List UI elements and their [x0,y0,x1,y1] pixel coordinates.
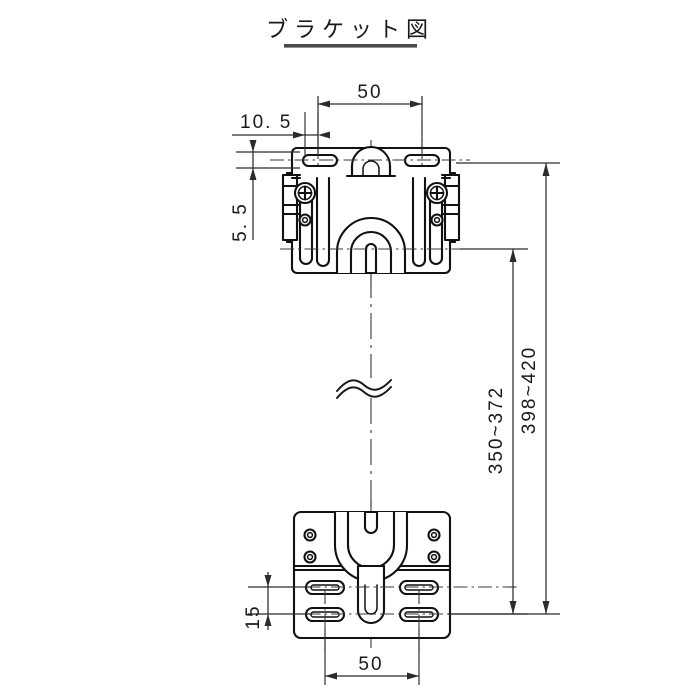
dim-350-372-arrow-top [509,249,517,262]
upper-bracket-left-rail-outer [298,184,314,266]
dim-10-5-arrow-a [293,131,305,139]
dim-50-top-arrow-left [318,100,330,108]
upper-bracket-hook-tip [364,243,378,275]
dim-398-420-label: 398~420 [519,346,540,435]
dim-50-bottom-arrow-left [325,672,337,680]
upper-bracket-screw-left [293,181,317,205]
dim-50-top: 50 [317,82,423,150]
dim-50-bottom-label: 50 [358,654,383,675]
dim-5-5-label: 5. 5 [230,202,251,242]
lower-bracket-hole-left-bottom [303,550,317,564]
lower-bracket-hole-left-top [303,528,317,542]
lower-bracket-view [282,510,540,660]
lower-bracket-tongue-inner [364,584,378,615]
upper-bracket-saddle-inner [362,160,380,177]
dim-15-arrow-bottom [264,614,272,626]
dim-15: 15 [243,572,312,630]
dim-50-bottom: 50 [324,628,420,685]
upper-bracket-pin-right [430,213,444,227]
dim-50-top-arrow-right [410,100,422,108]
upper-bracket-right-rail-outer [428,184,444,266]
dim-15-label: 15 [243,604,264,629]
dim-5-5-arrow-bottom [249,168,257,180]
drawing-title-group: ブラケット図 [266,17,434,48]
dim-10-5-label: 10. 5 [240,112,292,133]
dim-10-5: 10. 5 [232,112,330,155]
break-symbol [336,379,392,399]
dim-398-420-arrow-top [542,163,550,176]
upper-bracket-view [270,96,520,275]
lower-bracket-channel-tip [363,510,379,535]
dim-350-372-label: 350~372 [486,386,507,475]
upper-bracket-right-rail-inner [411,176,427,268]
drawing-title: ブラケット図 [266,17,434,42]
dim-10-5-arrow-b [318,131,330,139]
dim-50-bottom-arrow-right [407,672,419,680]
lower-bracket-hole-right-top [427,528,441,542]
upper-bracket-screw-right [425,181,449,205]
upper-bracket-left-flange [281,173,299,242]
dim-398-420-arrow-bottom [542,601,550,614]
dim-15-arrow-top [264,575,272,587]
dim-50-top-label: 50 [357,82,382,103]
title-underline [284,44,417,48]
dim-398-420: 398~420 [448,162,560,615]
upper-bracket-left-rail-inner [315,176,331,268]
dim-350-372-arrow-bottom [509,601,517,614]
upper-bracket-right-flange [443,173,461,242]
upper-bracket-hook-inner [349,231,393,275]
upper-bracket-pin-left [298,213,312,227]
dim-5-5-arrow-top [249,140,257,152]
dim-350-372: 350~372 [448,248,528,615]
lower-bracket-hole-right-bottom [427,550,441,564]
dim-5-5: 5. 5 [230,140,300,242]
